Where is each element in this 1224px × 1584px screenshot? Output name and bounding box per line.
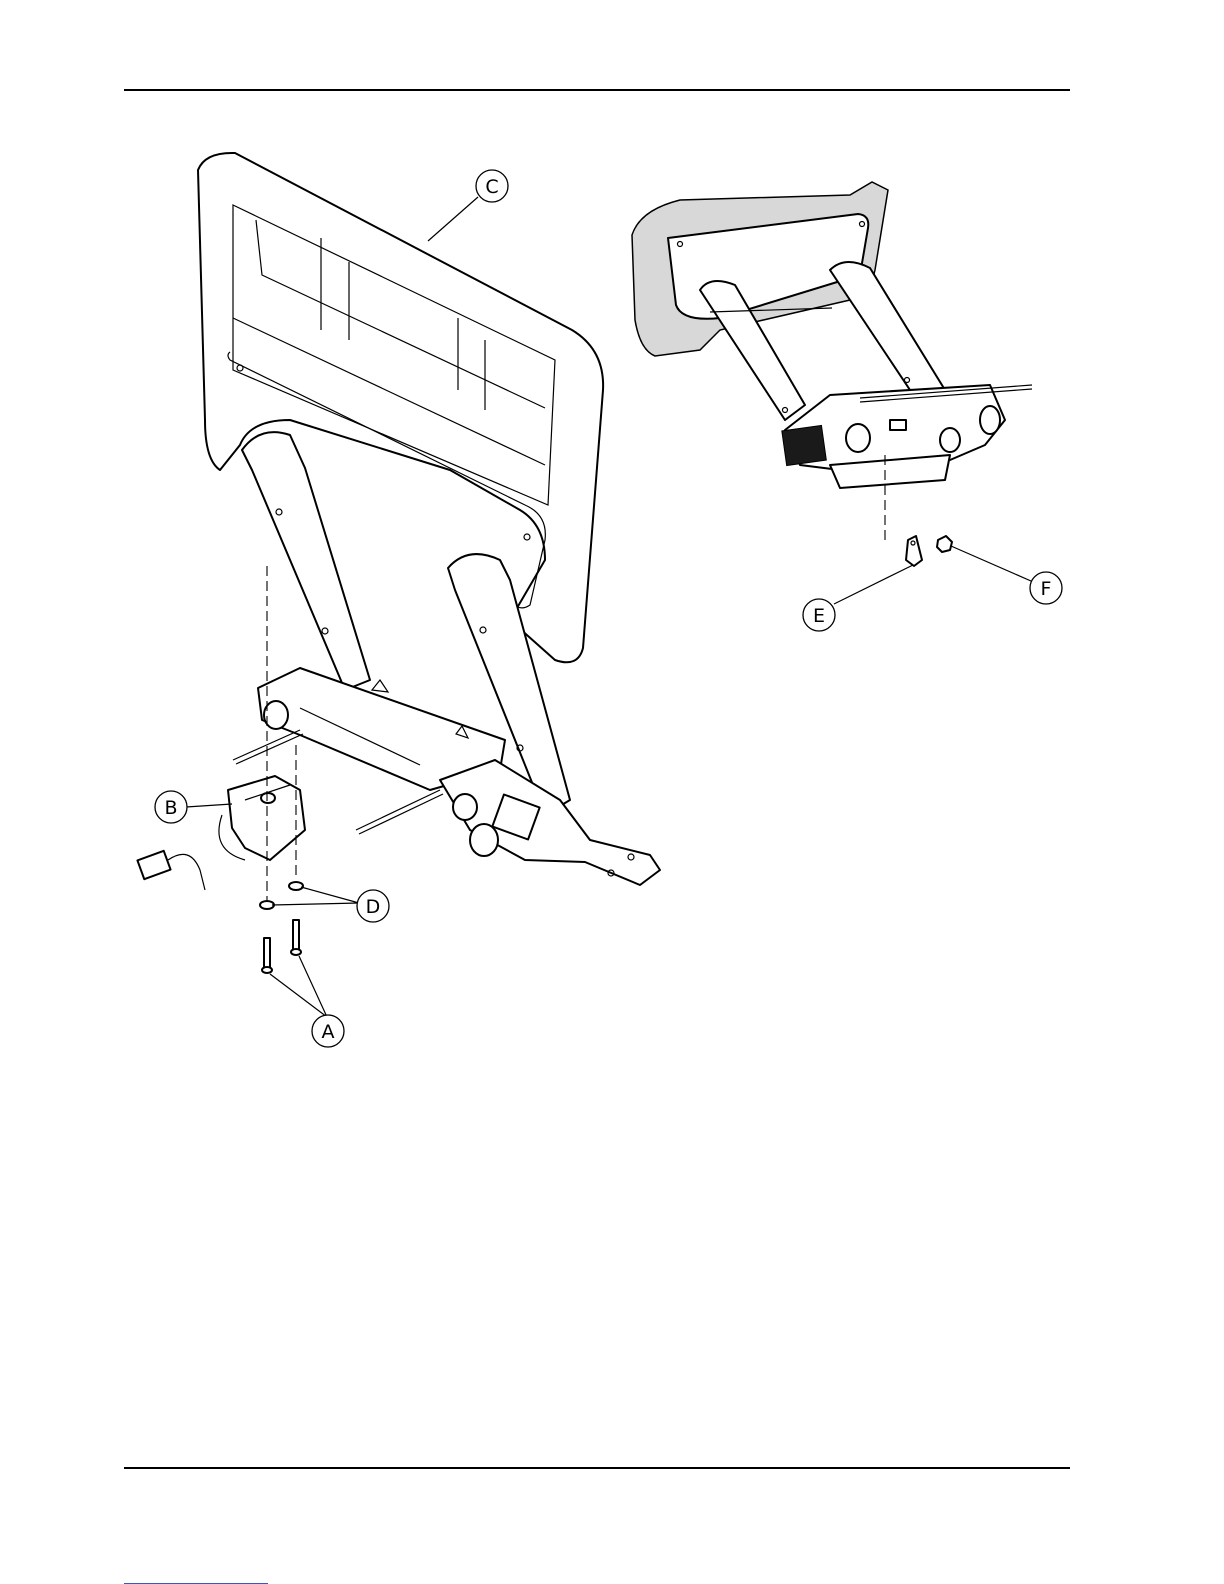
svg-text:E: E bbox=[813, 605, 825, 627]
seat-assembly-underside bbox=[632, 182, 1032, 488]
washer-d-right bbox=[289, 882, 303, 890]
nut-part-f bbox=[937, 536, 952, 552]
svg-text:C: C bbox=[485, 176, 498, 198]
leader-f bbox=[951, 546, 1031, 581]
leader-c bbox=[428, 197, 478, 241]
leader-d-2 bbox=[272, 903, 359, 905]
screw-a-right bbox=[291, 920, 301, 955]
svg-text:F: F bbox=[1041, 578, 1052, 600]
callout-b: B bbox=[155, 791, 187, 823]
leader-d-1 bbox=[301, 887, 359, 903]
footer-rule bbox=[124, 1467, 1070, 1469]
backrest-shell bbox=[198, 153, 603, 662]
callout-e: E bbox=[803, 599, 835, 631]
leader-b bbox=[186, 804, 232, 807]
callout-a: A bbox=[312, 1015, 344, 1047]
clip-part-e bbox=[906, 536, 922, 566]
svg-text:D: D bbox=[366, 896, 381, 918]
pivot-bracket-assembly bbox=[233, 668, 660, 885]
leader-a-2 bbox=[299, 956, 327, 1017]
screw-a-left bbox=[262, 938, 272, 973]
svg-text:A: A bbox=[322, 1021, 335, 1043]
svg-text:B: B bbox=[164, 797, 177, 819]
washer-d-left bbox=[260, 901, 274, 909]
callout-d: D bbox=[357, 890, 389, 922]
callout-c: C bbox=[476, 170, 508, 202]
callout-f: F bbox=[1030, 572, 1062, 604]
leader-e bbox=[834, 565, 913, 604]
leader-a-1 bbox=[270, 974, 327, 1017]
